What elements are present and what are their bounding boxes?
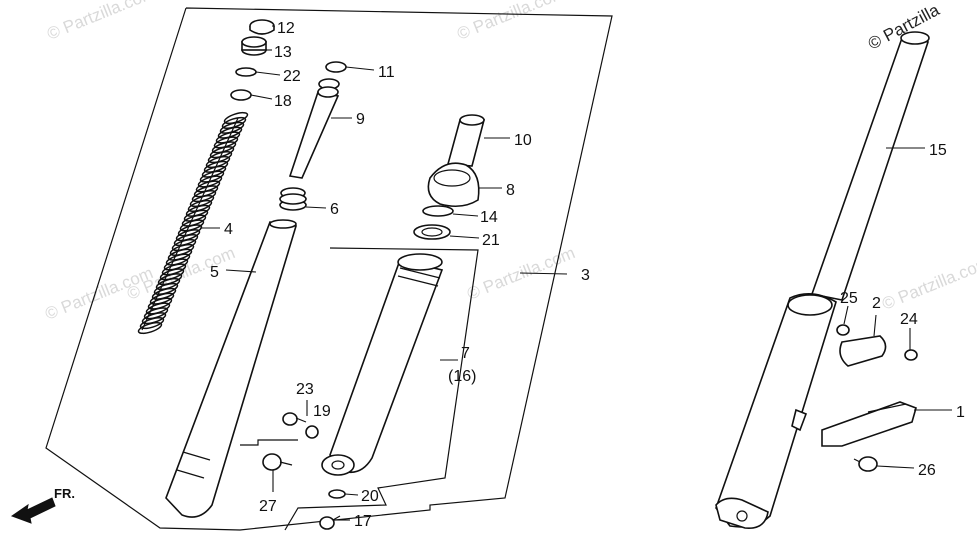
spring-coil bbox=[163, 258, 189, 271]
front-fork-assembly bbox=[715, 31, 930, 529]
oil-seal bbox=[413, 224, 451, 240]
callout-27: 27 bbox=[259, 498, 277, 515]
leader-lines bbox=[200, 25, 952, 521]
spring-coil bbox=[179, 219, 205, 232]
callout-23: 23 bbox=[296, 381, 314, 398]
spring-coil bbox=[201, 165, 227, 178]
dust-seal bbox=[427, 162, 480, 208]
callout-21: 21 bbox=[482, 232, 500, 249]
spring-coil bbox=[137, 321, 163, 335]
spring-coil bbox=[139, 317, 165, 330]
spring-coil bbox=[177, 224, 203, 237]
watermark-text: © Partzilla.com bbox=[879, 253, 977, 314]
callout-1: 1 bbox=[956, 404, 965, 421]
spring-coil bbox=[155, 277, 181, 291]
fork-cap bbox=[249, 19, 275, 35]
callout-12: 12 bbox=[277, 20, 295, 37]
fork-spring bbox=[137, 111, 249, 335]
stopper-ring bbox=[422, 205, 454, 217]
socket-bolt bbox=[282, 412, 307, 426]
callout-19: 19 bbox=[313, 403, 331, 420]
callout-2: 2 bbox=[872, 295, 881, 312]
drain-bolt bbox=[319, 515, 341, 530]
callout-15: 15 bbox=[929, 142, 947, 159]
spring-coil bbox=[173, 234, 199, 247]
piston-ring bbox=[279, 193, 307, 211]
fork-assembly-outline bbox=[45, 7, 613, 531]
callout-14: 14 bbox=[480, 209, 498, 226]
spring-coil bbox=[167, 248, 193, 261]
rebound-spring bbox=[446, 114, 486, 167]
callout-18: 18 bbox=[274, 93, 292, 110]
callout-7: 7 bbox=[461, 345, 470, 362]
spring-coil bbox=[165, 253, 191, 266]
fork-bolt bbox=[241, 36, 267, 56]
front-direction-arrow: FR. bbox=[10, 486, 75, 524]
spring-seat bbox=[230, 89, 252, 101]
spring-coil bbox=[223, 111, 249, 125]
spring-coil bbox=[187, 199, 213, 212]
spring-coil bbox=[143, 307, 169, 320]
spring-coil bbox=[221, 116, 247, 129]
callout-9: 9 bbox=[356, 111, 365, 128]
fork-pipe bbox=[165, 219, 298, 518]
spring-coil bbox=[161, 263, 187, 276]
collar bbox=[836, 324, 850, 336]
spring-coil bbox=[213, 136, 239, 149]
callout-3: 3 bbox=[581, 267, 590, 284]
spring-coil bbox=[215, 131, 241, 144]
bottom-case-group-outline bbox=[284, 247, 479, 531]
callout-8: 8 bbox=[506, 182, 515, 199]
callout-11: 11 bbox=[378, 64, 395, 81]
washer bbox=[325, 61, 347, 73]
spring-coil bbox=[199, 170, 225, 183]
callout-17: 17 bbox=[354, 513, 372, 530]
callout-labels: 12 13 22 18 11 9 10 8 14 21 6 4 5 3 7 (1… bbox=[210, 20, 965, 530]
spring-coil bbox=[185, 204, 211, 217]
callout-24: 24 bbox=[900, 311, 918, 328]
callout-25: 25 bbox=[840, 290, 858, 307]
spring-coil bbox=[141, 312, 167, 325]
front-direction-label: FR. bbox=[54, 486, 75, 501]
callout-13: 13 bbox=[274, 44, 292, 61]
callout-4: 4 bbox=[224, 221, 233, 238]
spring-coil bbox=[209, 146, 235, 159]
callout-20: 20 bbox=[361, 488, 379, 505]
drain-washer bbox=[305, 425, 319, 439]
spring-coil bbox=[197, 175, 223, 188]
spring-coil bbox=[191, 190, 217, 203]
bracket-bolt bbox=[853, 456, 878, 472]
brake-hose-guide bbox=[821, 401, 917, 447]
damper-rod bbox=[280, 78, 340, 199]
watermark-text: © Partzilla.com bbox=[454, 0, 567, 44]
axle-holder-bolt bbox=[262, 453, 293, 471]
callout-22: 22 bbox=[283, 68, 301, 85]
screw bbox=[904, 349, 918, 361]
sealing-washer bbox=[328, 489, 346, 499]
spring-coil bbox=[189, 194, 215, 208]
callout-5: 5 bbox=[210, 264, 219, 281]
callout-10: 10 bbox=[514, 132, 532, 149]
spring-coil bbox=[175, 229, 201, 242]
callout-26: 26 bbox=[918, 462, 936, 479]
bolt-group-outline bbox=[240, 439, 298, 446]
bottom-case bbox=[321, 253, 444, 476]
o-ring bbox=[235, 67, 257, 77]
callout-16: (16) bbox=[448, 368, 476, 385]
spring-coil bbox=[203, 160, 229, 173]
spring-coil bbox=[153, 282, 179, 295]
reflector-bracket bbox=[839, 335, 887, 367]
watermark-text: © Partzilla.com bbox=[44, 0, 157, 44]
spring-coil bbox=[151, 287, 177, 300]
spring-coil bbox=[211, 141, 237, 154]
callout-6: 6 bbox=[330, 201, 339, 218]
spring-coil bbox=[149, 292, 175, 305]
